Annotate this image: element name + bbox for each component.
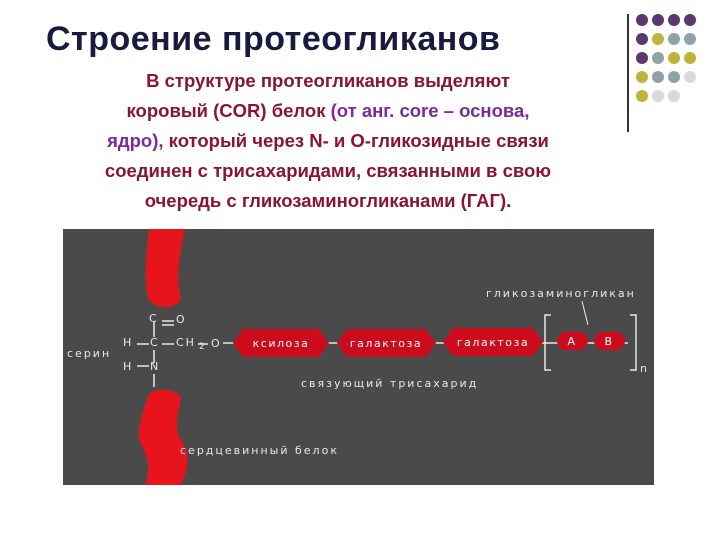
dot: [652, 71, 664, 83]
repeat-count-label: n: [640, 362, 649, 375]
dot: [668, 33, 680, 45]
dot: [636, 90, 648, 102]
sugar-label-galactose-1: галактоза: [350, 337, 422, 350]
dot: [668, 71, 680, 83]
slide-title: Строение протеогликанов: [46, 20, 501, 58]
bracket-right: [630, 314, 637, 371]
core-protein-label: сердцевинный белок: [180, 444, 339, 457]
line-text: соединен с трисахаридами, связанными в с…: [104, 160, 552, 181]
dot: [652, 14, 664, 26]
paragraph-line: коровый (COR) белок (от анг. core – осно…: [28, 96, 628, 126]
dot: [636, 14, 648, 26]
decorative-dots: [636, 14, 708, 104]
dot: [684, 52, 696, 64]
dot: [636, 52, 648, 64]
gag-label: гликозаминогликан: [486, 287, 636, 300]
trisaccharide-label: связующий трисахарид: [301, 377, 479, 390]
atom-o-top: O: [176, 313, 187, 326]
sugar-hex-galactose-1: [337, 329, 436, 357]
paragraph-line: очередь с гликозаминогликанами (ГАГ).: [28, 186, 628, 216]
sugar-hex-xylose: [233, 329, 329, 357]
dot: [684, 71, 696, 83]
proteoglycan-diagram: ксилоза галактоза галактоза А В гликозам…: [63, 229, 654, 485]
core-protein-upper: [145, 229, 185, 308]
bracket-left: [544, 314, 551, 371]
line-text: В структуре протеогликанов выделяют: [146, 70, 510, 91]
paragraph-line: соединен с трисахаридами, связанными в с…: [28, 156, 628, 186]
atom-c-mid: C: [150, 336, 160, 349]
dot: [636, 33, 648, 45]
gag-pointer-line: [581, 300, 589, 326]
serine-label: серин: [67, 347, 112, 360]
dot: [652, 90, 664, 102]
line-text: очередь с гликозаминогликанами (ГАГ).: [144, 190, 512, 211]
dot: [668, 90, 680, 102]
repeat-unit-a: [556, 332, 589, 350]
line-text: который через N- и O-гликозидные связи: [163, 130, 549, 151]
dot: [668, 14, 680, 26]
dot: [684, 33, 696, 45]
sugar-label-xylose: ксилоза: [253, 337, 310, 350]
line-text-highlight: (от анг. core – основа,: [330, 100, 530, 121]
repeat-label-b: В: [604, 335, 613, 348]
dot: [684, 14, 696, 26]
atom-h-left: H: [123, 336, 134, 349]
paragraph-line: В структуре протеогликанов выделяют: [28, 66, 628, 96]
atom-c-top: C: [149, 312, 159, 325]
dot: [636, 71, 648, 83]
description-paragraph: В структуре протеогликанов выделяют коро…: [28, 66, 628, 216]
sugar-hex-galactose-2: [443, 328, 543, 356]
diagram-svg: ксилоза галактоза галактоза А В: [137, 229, 637, 485]
dot: [684, 90, 696, 102]
atom-n: N: [150, 360, 161, 373]
atom-h-bottom: H: [123, 360, 134, 373]
paragraph-line: ядро), который через N- и O-гликозидные …: [28, 126, 628, 156]
line-text-highlight: ядро),: [107, 130, 164, 151]
dot: [668, 52, 680, 64]
repeat-label-a: А: [567, 335, 576, 348]
dot: [652, 33, 664, 45]
sugar-label-galactose-2: галактоза: [457, 336, 529, 349]
dot: [652, 52, 664, 64]
repeat-unit-b: [593, 332, 626, 350]
line-text: коровый (COR) белок: [126, 100, 331, 121]
atom-o-right: O: [211, 337, 222, 350]
divider-line: [627, 14, 629, 132]
core-protein-lower: [138, 389, 188, 485]
atom-subscript: 2: [199, 342, 207, 352]
atom-ch: CH: [176, 336, 196, 349]
